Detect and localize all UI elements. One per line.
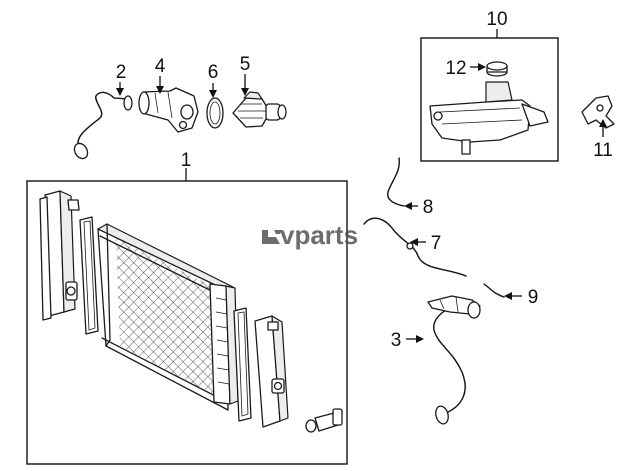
thermostat: [232, 91, 287, 128]
callout-2: 2: [116, 62, 127, 83]
reservoir-cap: [486, 61, 508, 77]
radiator-right-tank: [209, 283, 239, 405]
callout-6: 6: [208, 62, 219, 83]
reservoir-bracket: [581, 95, 615, 129]
overflow-hose-8: [387, 157, 405, 207]
watermark-logo-icon: [262, 230, 282, 244]
leader-lines: [116, 29, 607, 343]
thermostat-gasket: [206, 97, 224, 129]
watermark: vparts: [262, 220, 358, 250]
radiator-left-tank: [39, 190, 80, 321]
watermark-text: vparts: [280, 220, 358, 250]
radiator-right-seal: [233, 307, 252, 422]
radiator-assembly-box: [26, 180, 348, 465]
reservoir-pipe-7: [363, 217, 467, 277]
coolant-reservoir: [429, 81, 549, 155]
radiator-outer-tank: [254, 315, 289, 428]
water-outlet: [138, 87, 199, 133]
reservoir-box: [420, 37, 559, 162]
upper-radiator-hose: [73, 91, 133, 160]
callout-9: 9: [528, 287, 539, 308]
callout-4: 4: [155, 56, 166, 77]
callout-7: 7: [431, 233, 442, 254]
lower-radiator-hose: [427, 295, 481, 425]
callout-5: 5: [240, 54, 251, 75]
radiator-core: [97, 223, 234, 411]
callout-8: 8: [423, 197, 434, 218]
callout-1: 1: [181, 150, 192, 171]
radiator-drain-plug: [305, 408, 343, 433]
callout-12: 12: [445, 58, 466, 79]
callout-3: 3: [391, 330, 402, 351]
hose-9: [483, 283, 505, 298]
callout-10: 10: [486, 9, 507, 30]
callout-11: 11: [593, 140, 613, 161]
radiator-left-seal: [79, 216, 99, 335]
